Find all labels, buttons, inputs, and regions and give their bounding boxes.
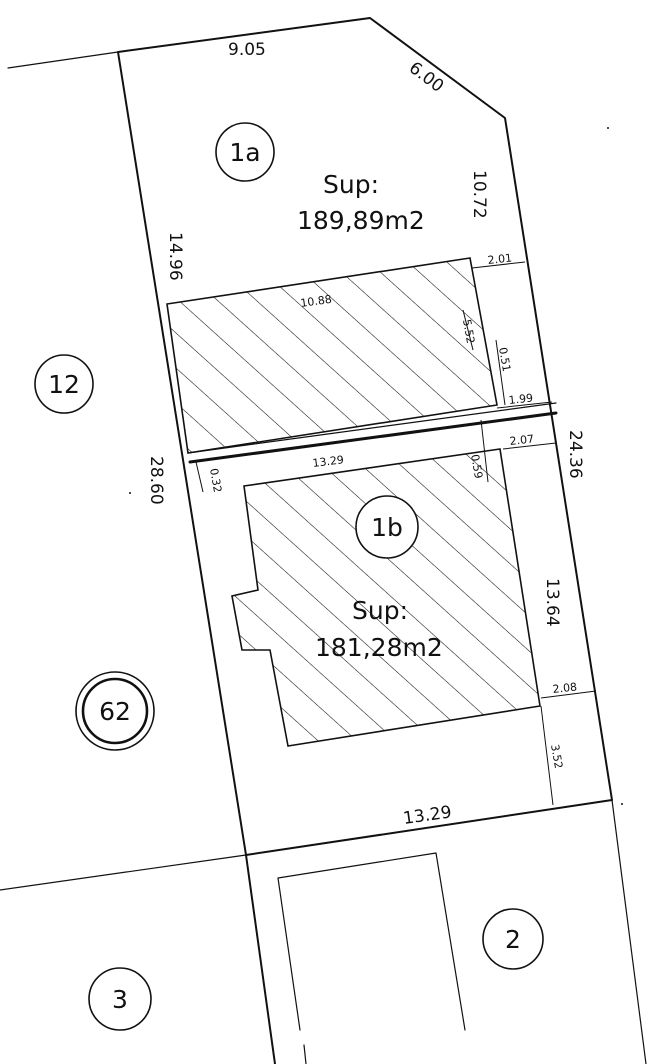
dim-gap-032: 0.32 (207, 467, 224, 493)
building-b (231, 448, 541, 747)
lot-circle-1a (215, 122, 275, 182)
dim-building-a-depth: 5.52 (460, 318, 477, 344)
lot-circle-3 (88, 967, 152, 1031)
dim-chamfer-edge: 6.00 (405, 58, 447, 97)
scan-dot (607, 127, 609, 129)
dim-line-352 (540, 705, 554, 806)
neighbour-line-right-bottom (611, 799, 647, 1064)
lower-plot-left-edge (245, 854, 276, 1064)
dim-right-lower: 24.36 (565, 430, 585, 479)
dim-left-upper: 14.96 (165, 232, 185, 281)
lot-label-62: 62 (99, 697, 131, 726)
dim-line-208 (540, 690, 597, 699)
lot-circle-12 (34, 354, 94, 414)
dim-setback-199: 1.99 (508, 391, 534, 406)
lot-circle-62-inner (81, 677, 149, 745)
dim-line-032 (195, 461, 204, 493)
dim-line-059 (480, 419, 489, 483)
dim-setback-207: 2.07 (509, 432, 535, 447)
dim-rear-352: 3.52 (548, 743, 565, 769)
area-label-1a: Sup: (323, 170, 379, 199)
dim-building-a-width: 10.88 (300, 293, 333, 310)
dim-line-051 (495, 339, 506, 406)
lot-label-12: 12 (48, 370, 80, 399)
lot-circle-1b (355, 495, 419, 559)
lower-plot-dash (303, 1044, 307, 1064)
dim-setback-201: 2.01 (487, 251, 513, 266)
area-value-1b: 181,28m2 (315, 633, 443, 662)
lot-circle-2 (482, 908, 544, 970)
partition-line (188, 411, 558, 464)
dim-gap-051: 0.51 (496, 346, 513, 372)
dim-setback-208: 2.08 (552, 680, 578, 695)
dim-right-mid: 13.64 (542, 578, 562, 627)
dim-line-552 (462, 309, 474, 351)
dim-line-207 (502, 442, 557, 450)
scan-dot (129, 492, 131, 494)
lot-label-2: 2 (505, 925, 521, 954)
dim-gap-059: 0.59 (468, 453, 485, 479)
building-a-strip (187, 402, 557, 454)
lot-label-3: 3 (112, 985, 128, 1014)
lower-plot-inner-shape (277, 852, 466, 1031)
dim-left-lower: 28.60 (146, 456, 166, 505)
dim-line-201 (471, 261, 526, 269)
dim-top-edge: 9.05 (228, 40, 266, 60)
property-boundary (117, 17, 613, 856)
lot-label-1b: 1b (371, 513, 403, 542)
dim-right-upper: 10.72 (469, 170, 489, 219)
neighbour-line-bottom-left (0, 854, 247, 891)
lot-label-1a: 1a (229, 138, 260, 167)
area-label-1b: Sup: (352, 596, 408, 625)
dim-partition: 13.29 (312, 453, 345, 470)
building-a (166, 257, 498, 454)
neighbour-line-top-left (7, 51, 119, 69)
area-value-1a: 189,89m2 (297, 206, 425, 235)
scan-dot (621, 803, 623, 805)
dim-line-199 (496, 401, 553, 409)
